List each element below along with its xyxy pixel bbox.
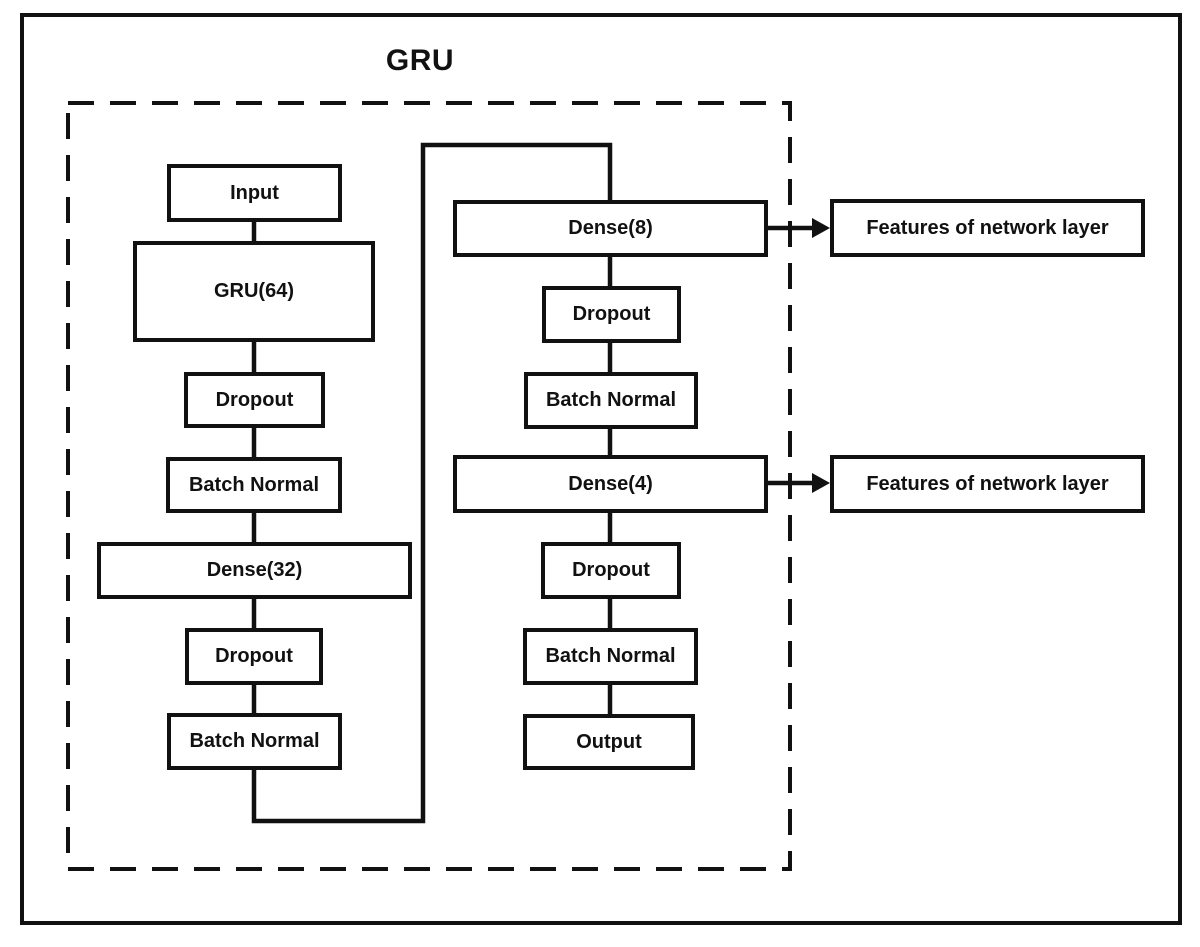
node-input: Input bbox=[167, 164, 342, 222]
node-batch-normal-right-1: Batch Normal bbox=[524, 372, 698, 429]
outer-border bbox=[20, 13, 1182, 925]
node-dense-8: Dense(8) bbox=[453, 200, 768, 257]
node-dropout-right-2: Dropout bbox=[541, 542, 681, 599]
diagram-title: GRU bbox=[385, 44, 455, 77]
arrowhead-dense4-features bbox=[812, 473, 830, 493]
node-output: Output bbox=[523, 714, 695, 770]
node-dropout-left-1: Dropout bbox=[184, 372, 325, 428]
node-batch-normal-left-1: Batch Normal bbox=[166, 457, 342, 513]
arrowhead-dense8-features bbox=[812, 218, 830, 238]
node-dropout-left-2: Dropout bbox=[185, 628, 323, 685]
node-batch-normal-left-2: Batch Normal bbox=[167, 713, 342, 770]
node-dense-4: Dense(4) bbox=[453, 455, 768, 513]
dashed-region-border bbox=[66, 101, 792, 871]
node-batch-normal-right-2: Batch Normal bbox=[523, 628, 698, 685]
connector-elbow-left-to-right-column bbox=[251, 142, 613, 824]
node-dense-32: Dense(32) bbox=[97, 542, 412, 599]
node-dropout-right-1: Dropout bbox=[542, 286, 681, 343]
features-of-network-layer-box-2: Features of network layer bbox=[830, 455, 1145, 513]
features-of-network-layer-box-1: Features of network layer bbox=[830, 199, 1145, 257]
node-gru-64: GRU(64) bbox=[133, 241, 375, 342]
